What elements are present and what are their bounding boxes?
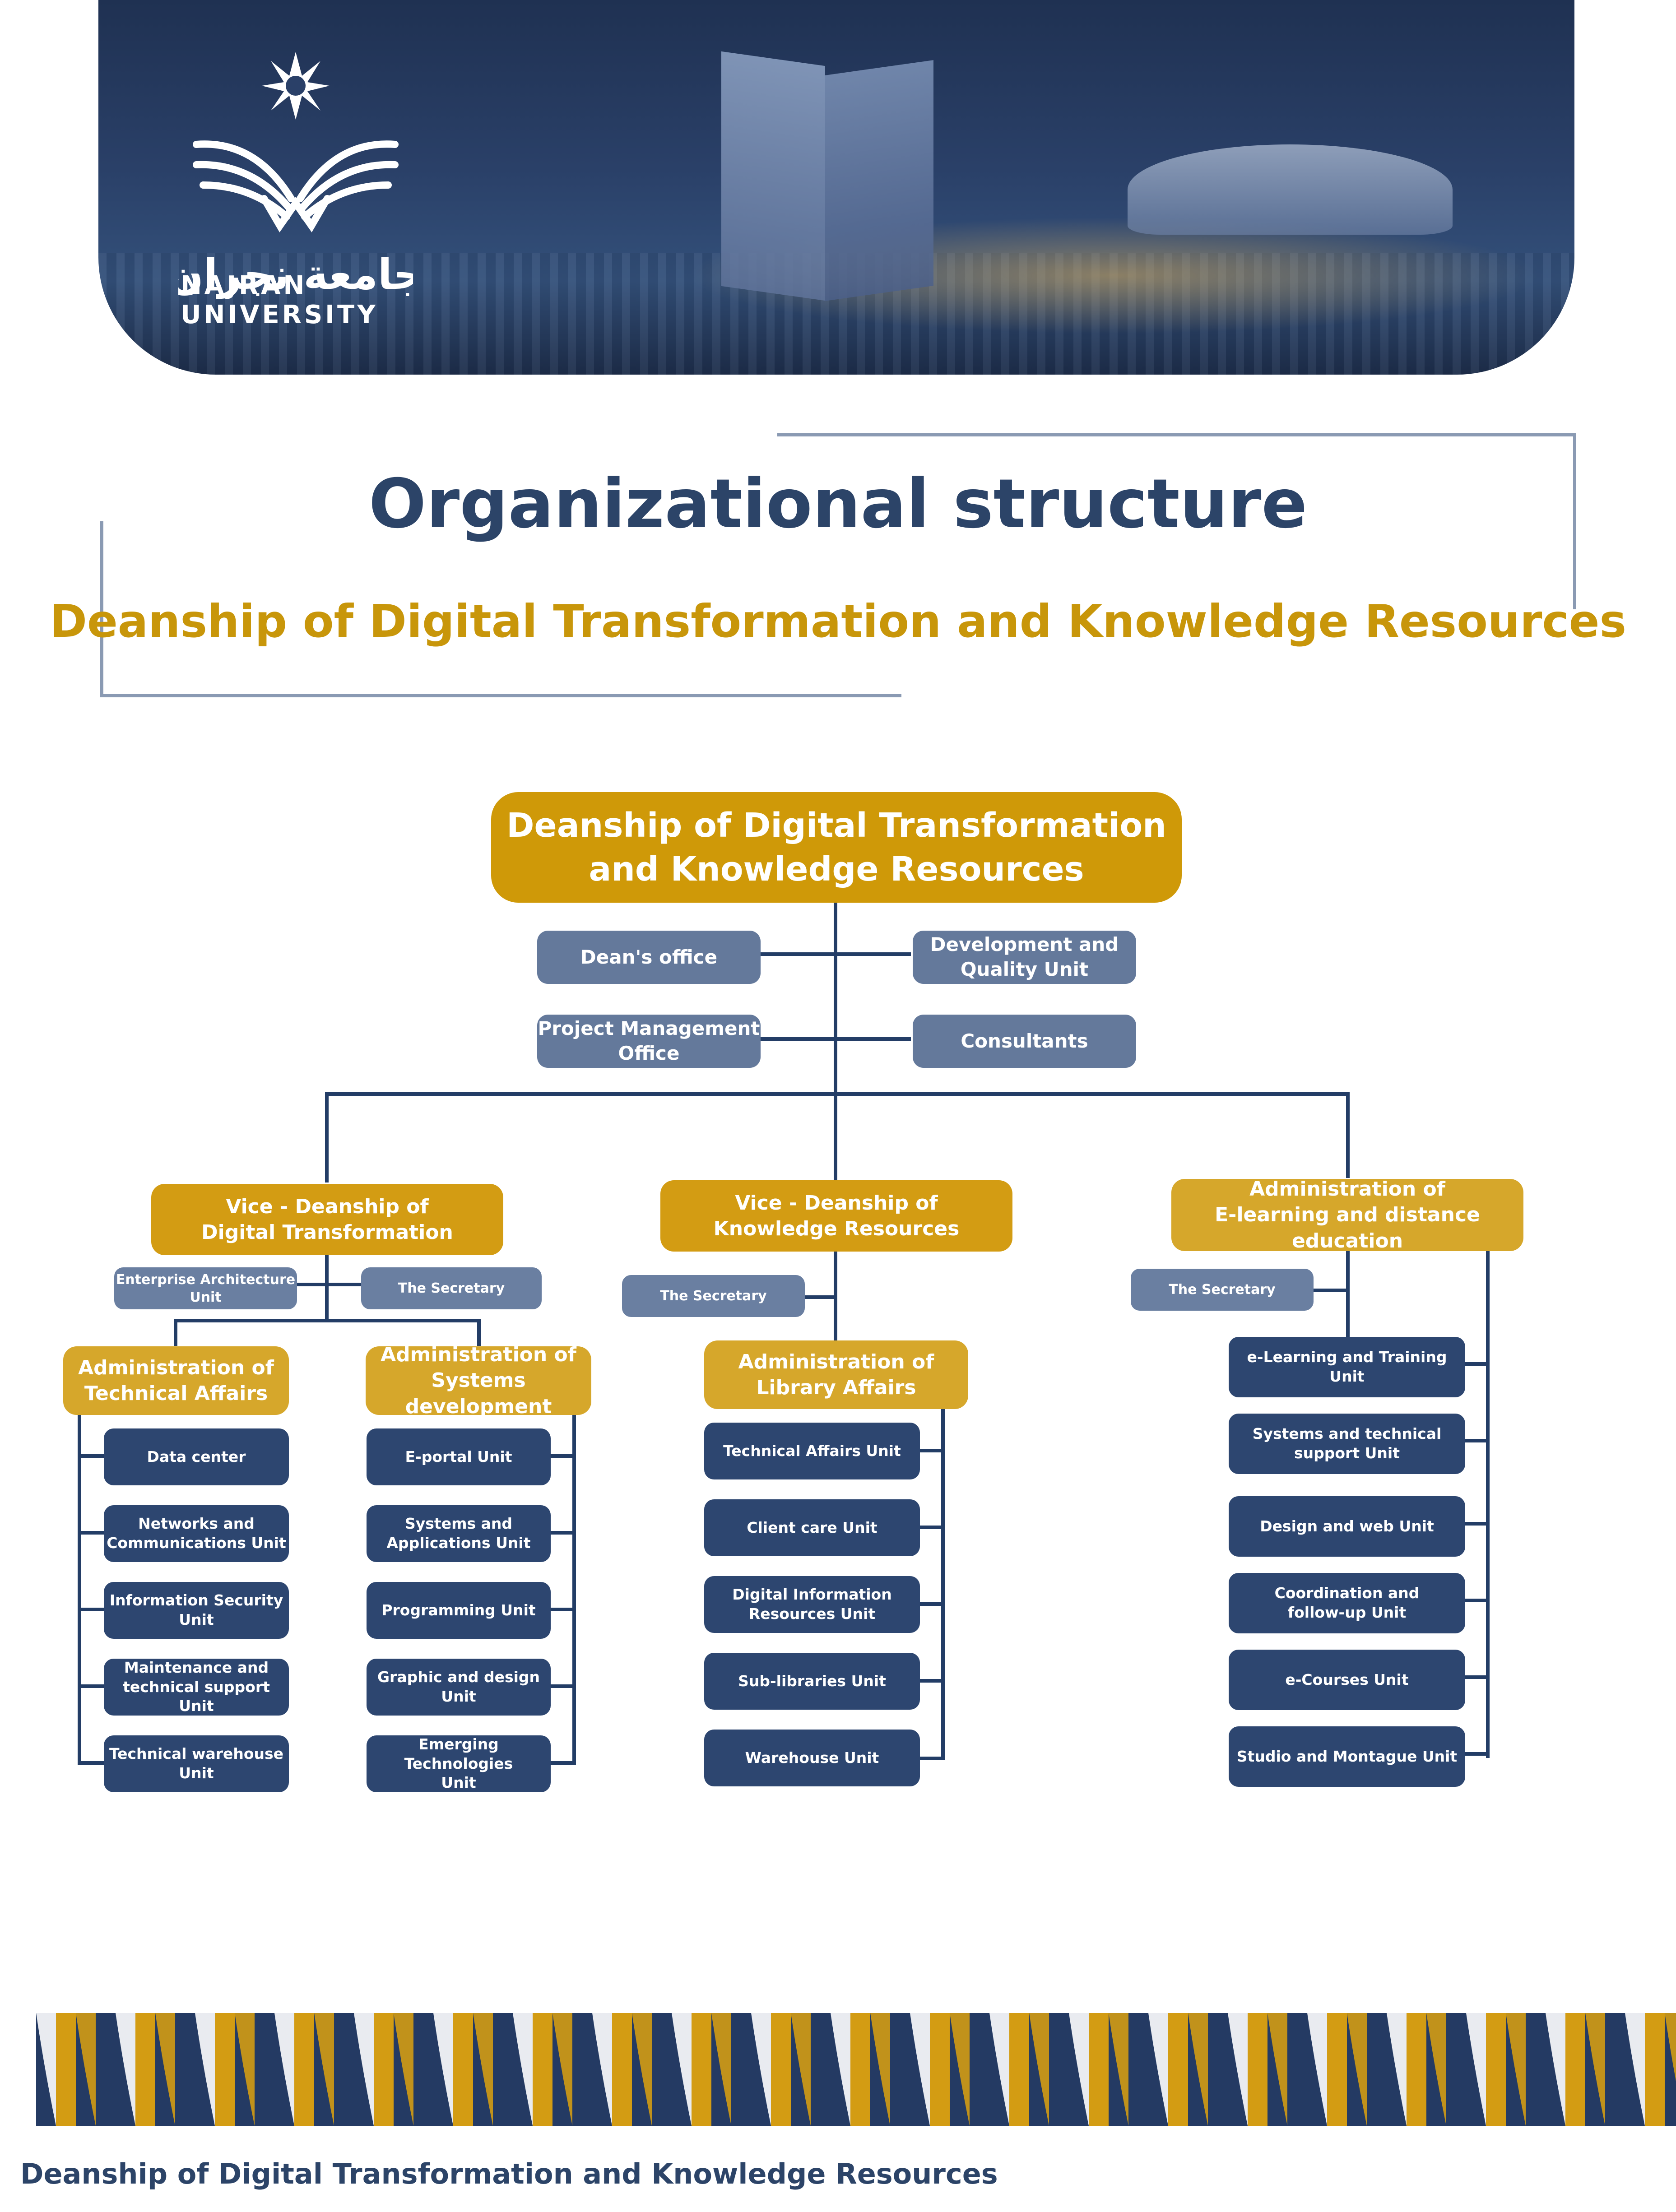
university-name: NAJRAN UNIVERSITY	[181, 271, 378, 329]
connector	[296, 1283, 361, 1286]
unit-node: e-Learning and Training Unit	[1229, 1337, 1465, 1397]
tower-building	[721, 51, 825, 301]
connector	[917, 1449, 944, 1452]
connector	[1462, 1522, 1489, 1526]
vice-deanship-dt-node: Vice - Deanship of Digital Transformatio…	[151, 1184, 503, 1255]
root-node: Deanship of Digital Transformation and K…	[491, 792, 1182, 903]
project-management-node: Project Management Office	[537, 1015, 761, 1068]
library-affairs-node: Administration of Library Affairs	[704, 1340, 968, 1409]
consultants-node: Consultants	[913, 1015, 1136, 1068]
frame-line	[100, 694, 901, 697]
tower-building	[825, 60, 933, 301]
connector	[548, 1454, 576, 1458]
connector	[757, 1037, 911, 1041]
unit-node: Technical Affairs Unit	[704, 1423, 920, 1479]
page-subtitle: Deanship of Digital Transformation and K…	[49, 595, 1627, 648]
unit-node: E-portal Unit	[367, 1428, 551, 1485]
connector	[834, 900, 837, 1338]
secretary-kr-node: The Secretary	[622, 1275, 805, 1317]
frame-line	[1573, 433, 1576, 609]
unit-node: Systems and technical support Unit	[1229, 1414, 1465, 1474]
dome-building	[1128, 144, 1453, 235]
unit-node: Networks and Communications Unit	[104, 1505, 289, 1562]
connector	[1462, 1675, 1489, 1679]
unit-node: Digital Information Resources Unit	[704, 1576, 920, 1633]
unit-node: Emerging Technologies Unit	[367, 1735, 551, 1792]
unit-node: Graphic and design Unit	[367, 1659, 551, 1716]
connector	[548, 1531, 576, 1535]
connector	[325, 1092, 329, 1183]
frame-line	[100, 521, 103, 697]
connector	[1346, 1092, 1350, 1178]
page-title: Organizational structure	[368, 465, 1308, 543]
connector	[941, 1408, 945, 1760]
unit-node: Studio and Montague Unit	[1229, 1726, 1465, 1787]
unit-node: Information Security Unit	[104, 1582, 289, 1639]
unit-node: Coordination and follow-up Unit	[1229, 1573, 1465, 1633]
connector	[174, 1319, 481, 1322]
footer-text: Deanship of Digital Transformation and K…	[20, 2157, 998, 2190]
development-quality-node: Development and Quality Unit	[913, 931, 1136, 984]
unit-node: Client care Unit	[704, 1499, 920, 1556]
connector	[548, 1761, 576, 1765]
unit-node: Maintenance and technical support Unit	[104, 1659, 289, 1716]
unit-node: e-Courses Unit	[1229, 1650, 1465, 1710]
vice-deanship-kr-node: Vice - Deanship of Knowledge Resources	[660, 1180, 1012, 1252]
connector	[1311, 1289, 1347, 1292]
connector	[1462, 1439, 1489, 1442]
deans-office-node: Dean's office	[537, 931, 761, 984]
connector	[78, 1531, 105, 1535]
unit-node: Design and web Unit	[1229, 1496, 1465, 1557]
connector	[757, 952, 911, 956]
elearning-admin-node: Administration of E-learning and distanc…	[1171, 1178, 1523, 1252]
unit-node: Warehouse Unit	[704, 1730, 920, 1786]
connector	[1346, 1250, 1350, 1340]
connector	[325, 1092, 1350, 1096]
unit-node: Technical warehouse Unit	[104, 1735, 289, 1792]
connector	[917, 1757, 944, 1760]
connector	[917, 1526, 944, 1529]
systems-development-node: Administration of Systems development	[366, 1343, 591, 1418]
connector	[1462, 1362, 1489, 1366]
tech-affairs-node: Administration of Technical Affairs	[63, 1346, 289, 1415]
decorative-pattern	[36, 2013, 1676, 2126]
connector	[78, 1413, 81, 1765]
frame-line	[777, 433, 1576, 436]
connector	[917, 1679, 944, 1683]
connector	[78, 1608, 105, 1611]
connector	[78, 1761, 105, 1765]
enterprise-architecture-node: Enterprise Architecture Unit	[114, 1267, 297, 1309]
connector	[477, 1319, 481, 1346]
secretary-elearning-node: The Secretary	[1131, 1269, 1314, 1311]
connector	[1486, 1250, 1490, 1758]
connector	[803, 1295, 835, 1299]
connector	[174, 1319, 177, 1346]
connector	[572, 1413, 576, 1765]
connector	[325, 1250, 329, 1322]
connector	[78, 1454, 105, 1458]
unit-node: Data center	[104, 1428, 289, 1485]
header-banner	[98, 0, 1574, 375]
connector	[834, 1250, 837, 1340]
svg-text:جامعة نجران: جامعة نجران	[178, 250, 413, 299]
connector	[548, 1684, 576, 1688]
secretary-dt-node: The Secretary	[361, 1267, 542, 1309]
connector	[78, 1684, 105, 1688]
connector	[917, 1602, 944, 1606]
connector	[1462, 1599, 1489, 1602]
connector	[1462, 1752, 1489, 1756]
unit-node: Programming Unit	[367, 1582, 551, 1639]
unit-node: Sub-libraries Unit	[704, 1653, 920, 1710]
unit-node: Systems and Applications Unit	[367, 1505, 551, 1562]
connector	[548, 1608, 576, 1611]
university-logo: جامعة نجران	[178, 52, 413, 299]
